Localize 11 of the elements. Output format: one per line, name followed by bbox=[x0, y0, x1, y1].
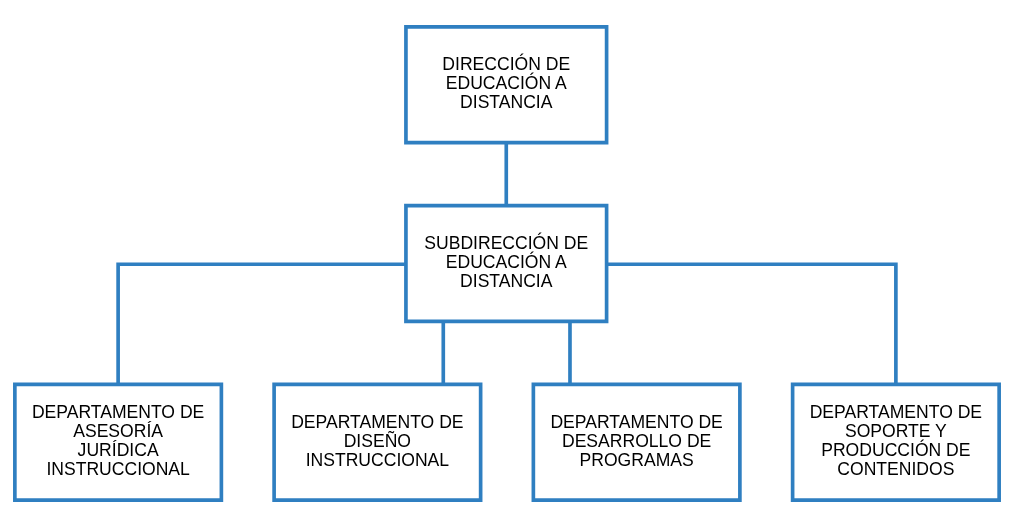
node-box: DEPARTAMENTO DE SOPORTE Y PRODUCCIÓN DE CONTENIDOS bbox=[790, 382, 1001, 502]
node-box: SUBDIRECCIÓN DE EDUCACIÓN A DISTANCIA bbox=[403, 203, 608, 324]
node-box: DEPARTAMENTO DE DESARROLLO DE PROGRAMAS bbox=[531, 382, 742, 502]
connector bbox=[503, 142, 508, 206]
connector bbox=[567, 321, 572, 384]
connector bbox=[606, 262, 898, 384]
node-box: DEPARTAMENTO DE DISEÑO INSTRUCCIONAL bbox=[271, 382, 482, 502]
node-box: DEPARTAMENTO DE ASESORÍA JURÍDICA INSTRUCCIONAL bbox=[12, 382, 223, 502]
node-box: DIRECCIÓN DE EDUCACIÓN A DISTANCIA bbox=[403, 25, 608, 145]
connector bbox=[440, 321, 445, 384]
connector bbox=[115, 262, 406, 384]
